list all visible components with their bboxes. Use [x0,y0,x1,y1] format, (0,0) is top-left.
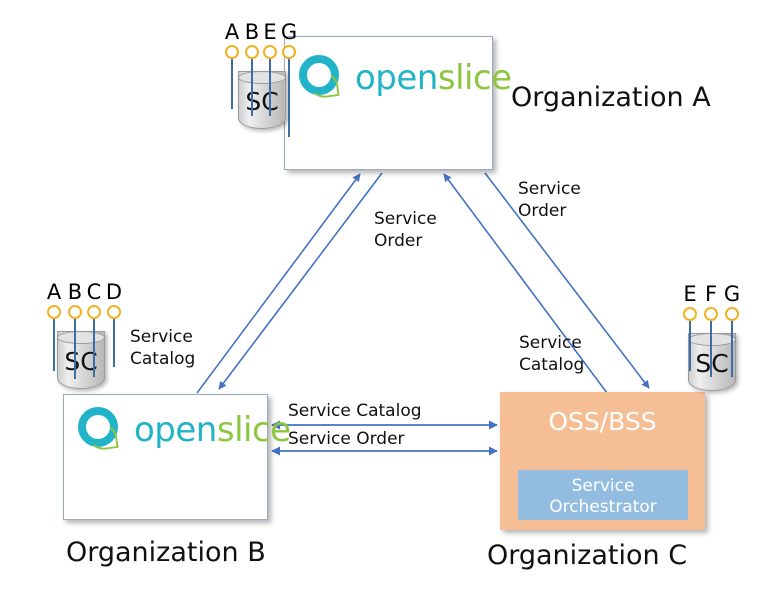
cylinder-top-icon [688,333,736,346]
openslice-logo-org-b: openslice [75,404,291,456]
catalog-item-letter: E [263,20,277,44]
oss-bss-title: OSS/BSS [548,407,657,436]
flow-label-b-c-service-catalog: Service Catalog [288,401,422,421]
openslice-ring-leaf-icon [75,404,127,456]
pin-circle-icon [245,45,259,59]
openslice-logo-org-a: openslice [296,52,512,104]
service-orchestrator-line-1: Service [571,476,635,496]
flow-line-2: Catalog [519,355,585,375]
flow-line-2: Order [374,231,423,251]
pin-stem-icon [710,321,712,377]
organization-a-title: Organization A [511,82,711,113]
pin-circle-icon [225,45,239,59]
flow-line-1: Service [374,209,437,229]
pin-stem-icon [93,319,95,377]
pin-stem-icon [269,59,271,116]
pin-circle-icon [704,307,718,321]
arrow-a-to-c-service-catalog [484,172,650,389]
sc-label-org-c: SC [688,351,736,376]
pin-circle-icon [282,45,296,59]
catalog-item-letter: G [723,282,741,306]
pin-circle-icon [47,305,61,319]
catalog-item-letter: G [280,20,298,44]
pin-circle-icon [263,45,277,59]
pin-stem-icon [689,321,691,371]
pin-stem-icon [231,59,233,109]
pin-circle-icon [683,307,697,321]
flow-label-b-c-service-order: Service Order [288,429,405,449]
pin-stem-icon [251,59,253,116]
catalog-item-letter: A [46,280,62,304]
catalog-item-letter: D [105,280,123,304]
service-orchestrator-label: Service Orchestrator [518,476,688,518]
pin-circle-icon [107,305,121,319]
openslice-wordmark: openslice [355,58,512,98]
arrow-a-to-b-service-catalog [218,172,383,390]
pin-stem-icon [288,59,290,137]
pin-stem-icon [53,319,55,371]
organization-b-title: Organization B [66,537,266,568]
openslice-wordmark: openslice [134,410,291,450]
pin-circle-icon [725,307,739,321]
cylinder-top-icon [238,71,286,84]
catalog-item-letter: F [704,282,718,306]
openslice-word-slice: slice [437,58,512,98]
flow-label-a-b-service-order: Service Order [374,208,437,252]
sc-label-org-a: SC [245,87,279,116]
sc-label-org-b: SC [64,347,98,376]
pin-stem-icon [113,319,115,367]
flow-line-2: Order [518,201,567,221]
catalog-item-letter: A [224,20,240,44]
flow-label-a-c-service-order: Service Order [518,178,581,222]
openslice-word-slice: slice [216,410,291,450]
service-orchestrator-line-2: Orchestrator [549,497,657,517]
openslice-word-open: open [134,410,217,450]
catalog-item-letter: E [683,282,697,306]
service-catalog-store-org-c[interactable]: SC E F G [683,284,740,397]
pin-stem-icon [74,319,76,379]
service-orchestrator-box[interactable]: Service Orchestrator [518,470,688,520]
flow-label-a-c-service-catalog: Service Catalog [519,332,584,376]
pin-stem-icon [731,321,733,377]
openslice-word-open: open [355,58,438,98]
openslice-ring-leaf-icon [296,52,348,104]
flow-line-1: Service [519,333,582,353]
catalog-item-letter: B [67,280,83,304]
service-catalog-store-org-b[interactable]: SC A B C D [47,282,122,395]
catalog-item-letter: C [86,280,102,304]
flow-line-1: Service [518,179,581,199]
caption-line-1: Service [130,327,193,347]
arrow-c-to-a-service-order [443,173,608,394]
service-catalog-store-org-a[interactable]: SC A B E G [225,22,297,137]
caption-line-2: Catalog [130,349,196,369]
pin-circle-icon [68,305,82,319]
org-b-service-catalog-caption: Service Catalog [130,326,195,370]
organization-c-title: Organization C [487,540,688,571]
catalog-item-letter: B [244,20,260,44]
pin-circle-icon [87,305,101,319]
cylinder-top-icon [57,331,105,344]
arrow-b-to-a-service-order [196,173,361,394]
